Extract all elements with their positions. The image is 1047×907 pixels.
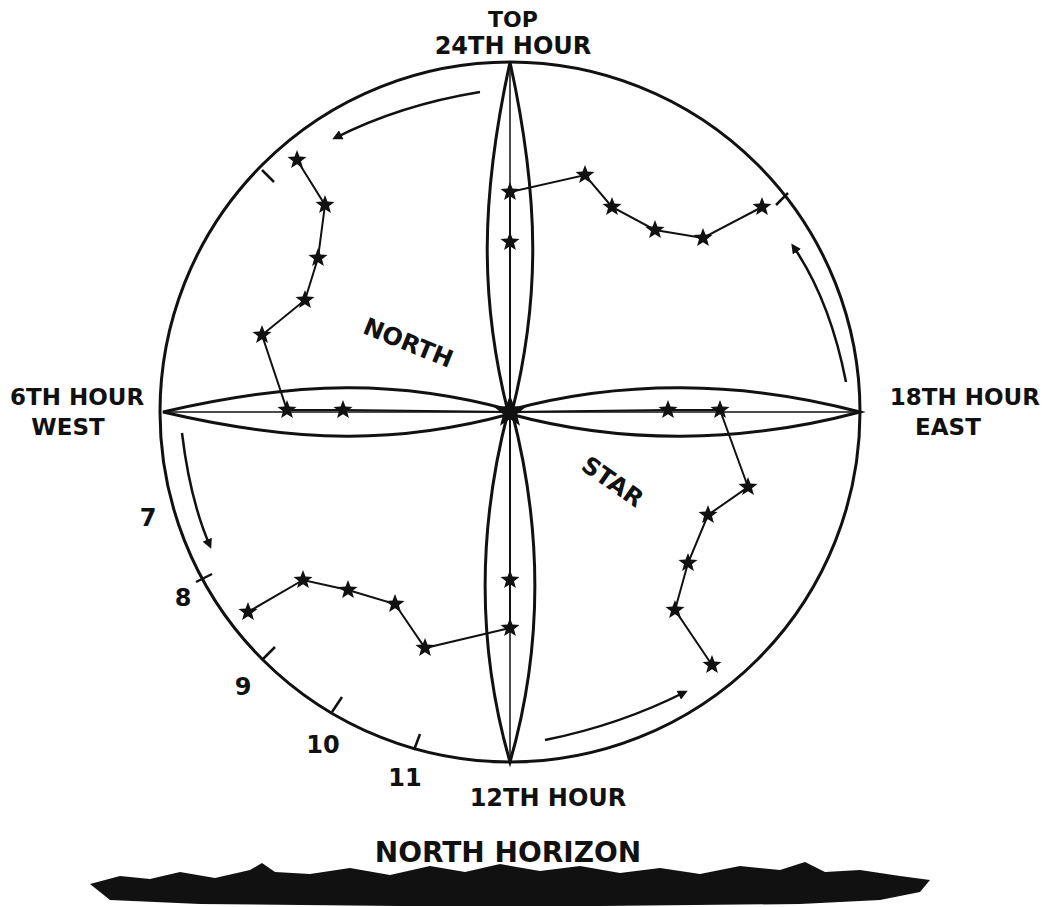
dipper-line	[510, 410, 748, 665]
star-symbol	[501, 232, 520, 250]
direction-label: WEST	[31, 416, 104, 439]
star-symbol	[711, 400, 730, 418]
dipper-line	[510, 175, 762, 412]
star-symbol	[278, 400, 297, 418]
star-symbol	[416, 638, 435, 656]
star-symbol	[294, 570, 313, 588]
horizon-silhouette	[90, 862, 930, 906]
hour-number: 9	[235, 675, 252, 699]
star-symbol	[703, 655, 722, 673]
star-symbol	[603, 197, 622, 215]
star-symbol	[699, 505, 718, 523]
star-symbol	[576, 165, 595, 183]
star-symbol	[288, 150, 307, 168]
hour-number: 8	[175, 586, 192, 610]
star-symbol	[316, 195, 335, 213]
hour-number: 10	[306, 733, 339, 757]
top-label: TOP	[488, 9, 538, 31]
star-symbol	[659, 400, 678, 418]
hour-label: 6TH HOUR	[10, 386, 144, 409]
dipper-line	[262, 160, 510, 412]
star-symbol	[339, 580, 358, 598]
horizon-label: NORTH HORIZON	[375, 839, 642, 867]
star-symbol	[494, 395, 526, 426]
star-symbol	[666, 600, 685, 618]
hour-number: 7	[140, 506, 157, 530]
star-symbol	[501, 182, 520, 200]
hour-label: 24TH HOUR	[435, 34, 592, 58]
rotation-arrows	[182, 92, 846, 740]
hour-label: 18TH HOUR	[890, 386, 1040, 409]
star-symbol	[646, 220, 665, 238]
star-symbol	[679, 553, 698, 571]
star-symbol	[309, 248, 328, 266]
star-symbol	[253, 325, 272, 343]
star-symbol	[501, 570, 520, 588]
big-dipper-positions	[239, 150, 772, 673]
star-name: STAR	[577, 452, 647, 511]
star-symbol	[239, 602, 258, 620]
hour-label: 12TH HOUR	[470, 786, 627, 810]
star-symbol	[501, 618, 520, 636]
star-symbol	[739, 477, 758, 495]
horizontal-petal	[163, 388, 860, 437]
star-symbol	[386, 594, 405, 612]
sky-circle	[160, 62, 860, 762]
dipper-line	[248, 412, 510, 648]
star-symbol	[694, 228, 713, 246]
star-symbol	[334, 400, 353, 418]
star-symbol	[753, 197, 772, 215]
star-name: NORTH	[360, 314, 456, 372]
direction-label: EAST	[915, 416, 981, 439]
hour-number: 11	[388, 766, 421, 790]
hour-ticks	[196, 170, 788, 750]
star-symbol	[296, 290, 315, 308]
